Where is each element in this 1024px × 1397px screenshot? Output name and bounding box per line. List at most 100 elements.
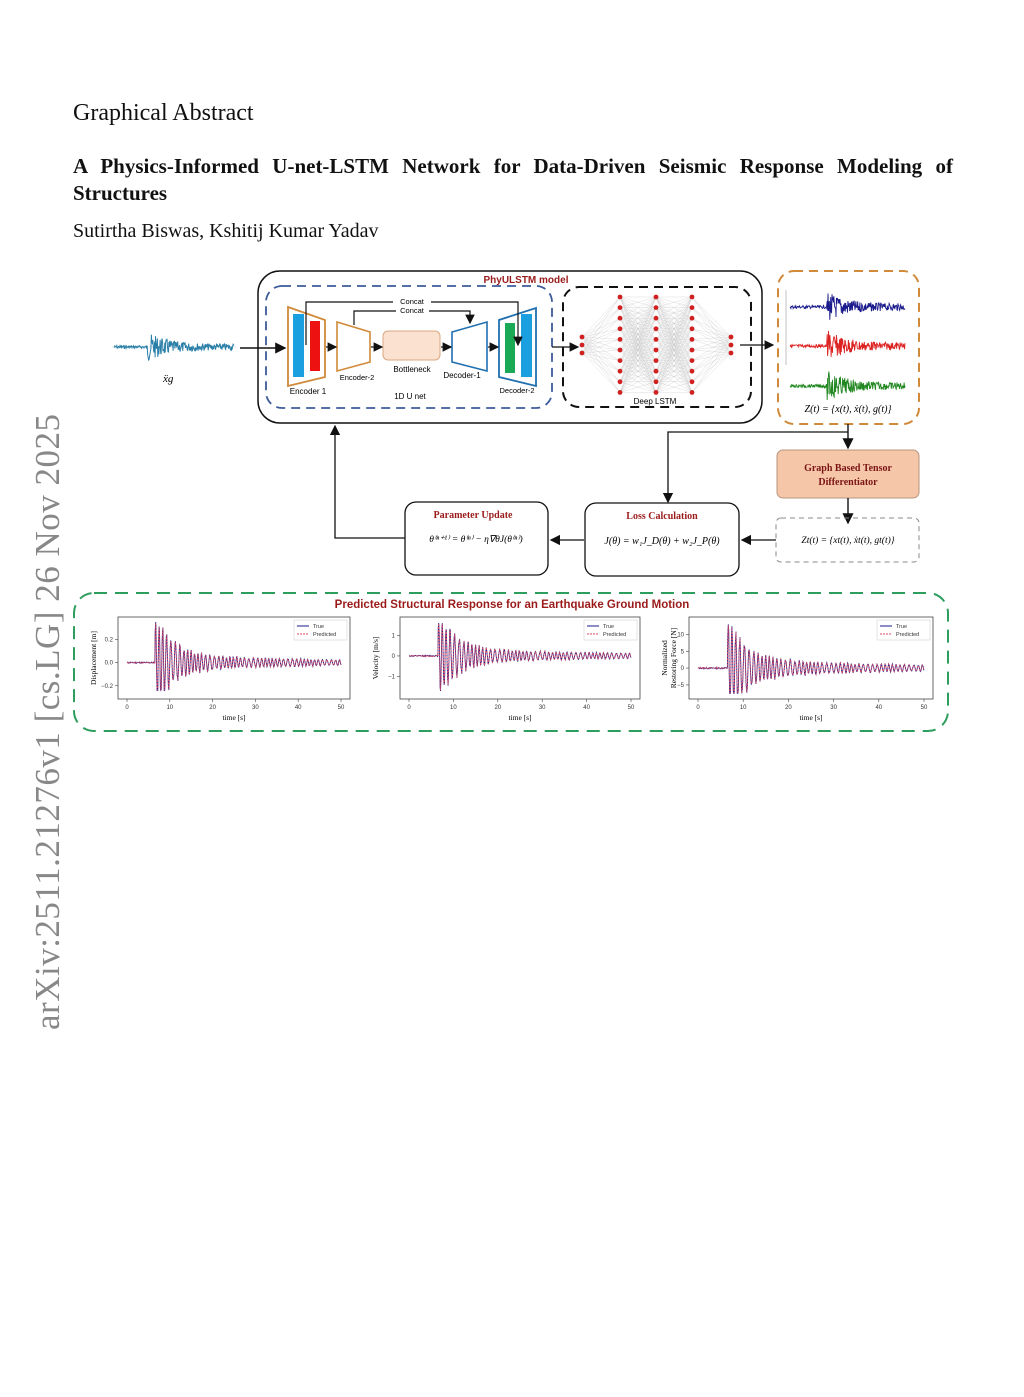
x-axis-label: time [s] <box>799 713 822 722</box>
update-title: Parameter Update <box>434 510 514 521</box>
encoder-2 <box>336 320 371 373</box>
lstm-node <box>617 347 623 353</box>
x-tick-label: 10 <box>740 705 747 711</box>
lstm-node <box>617 390 623 395</box>
lstm-node <box>617 379 623 385</box>
lstm-node <box>689 358 695 363</box>
lstm-node <box>689 337 695 342</box>
legend-entry: True <box>313 624 324 630</box>
legend-entry: True <box>603 624 614 630</box>
lstm-node <box>617 368 623 374</box>
x-tick-label: 10 <box>166 705 173 711</box>
phyulstm-model-box <box>257 270 763 424</box>
ground-acceleration-input: ẍg <box>112 334 236 385</box>
lstm-node <box>728 350 734 356</box>
y-tick-label: −0.2 <box>101 684 114 690</box>
decoder-1-label: Decoder-1 <box>443 371 481 380</box>
lstm-node <box>653 326 659 332</box>
encoder-2-label: Encoder-2 <box>340 373 375 382</box>
lstm-node <box>617 315 623 321</box>
legend-entry: True <box>896 624 907 630</box>
lstm-node <box>728 334 734 340</box>
lstm-node <box>653 368 659 374</box>
predicted-series-line <box>409 623 632 691</box>
predicted-response-panel <box>73 592 949 732</box>
lstm-node <box>653 379 659 385</box>
y-axis-label: Restoring Force [N] <box>669 628 678 688</box>
lstm-node <box>689 347 695 353</box>
legend-entry: Predicted <box>896 632 919 638</box>
x-tick-label: 10 <box>450 705 457 711</box>
lstm-node <box>689 294 695 300</box>
y-axis-label: Velocity [m/s] <box>371 637 380 680</box>
lstm-node <box>653 347 659 353</box>
lstm-node <box>689 368 695 374</box>
x-axis-label: time [s] <box>222 713 245 722</box>
y-axis-label: Displacement [m] <box>89 631 98 685</box>
concat-label-inner: Concat <box>400 306 425 315</box>
output-formula: Z(t) = {x(t), ẋ(t), g(t)} <box>805 404 892 415</box>
y-tick-label: 10 <box>677 632 684 638</box>
x-tick-label: 30 <box>539 705 546 711</box>
loss-calculation-box <box>584 502 740 577</box>
x-tick-label: 30 <box>252 705 259 711</box>
x-tick-label: 0 <box>407 705 411 711</box>
concat-label-outer: Concat <box>400 297 425 306</box>
y-axis-label: Normalized <box>660 640 669 676</box>
y-tick-label: 0 <box>392 654 396 660</box>
x-tick-label: 40 <box>583 705 590 711</box>
decoder-2-label: Decoder-2 <box>499 386 534 395</box>
x-axis-label: time [s] <box>508 713 531 722</box>
x-tick-label: 20 <box>209 705 216 711</box>
y-tick-label: −1 <box>388 675 396 681</box>
lstm-node <box>617 305 623 310</box>
lstm-node <box>689 379 695 385</box>
x-tick-label: 40 <box>875 705 882 711</box>
output-force-signal <box>789 371 906 401</box>
x-tick-label: 30 <box>830 705 837 711</box>
input-label: ẍg <box>162 373 174 385</box>
x-tick-label: 40 <box>295 705 302 711</box>
derivative-formula: Zt(t) = {xt(t), ẋt(t), gt(t)} <box>801 535 894 546</box>
graphical-abstract-figure: ẍg PhyULSTM model Concat Concat Encoder … <box>73 270 949 732</box>
encoder-1-label: Encoder 1 <box>290 387 327 396</box>
derivative-output-box <box>775 517 920 563</box>
lstm-node <box>579 334 585 340</box>
legend-entry: Predicted <box>313 632 336 638</box>
lstm-node <box>579 350 585 356</box>
x-tick-label: 50 <box>921 705 928 711</box>
lstm-node <box>653 337 659 342</box>
x-tick-label: 20 <box>785 705 792 711</box>
y-tick-label: 0.0 <box>105 661 114 667</box>
lstm-node <box>617 326 623 332</box>
results-panel-title: Predicted Structural Response for an Ear… <box>335 599 690 611</box>
lstm-node <box>728 342 734 348</box>
y-tick-label: 1 <box>392 633 396 639</box>
differentiator-label-line1: Graph Based Tensor <box>804 463 892 474</box>
author-list: Sutirtha Biswas, Kshitij Kumar Yadav <box>73 220 379 242</box>
lstm-node <box>653 305 659 310</box>
predicted-series-line <box>126 622 342 691</box>
lstm-node <box>653 390 659 395</box>
predicted-series-line <box>697 625 925 694</box>
loss-formula: J(θ) = w₁J_D(θ) + w₂J_P(θ) <box>604 536 720 547</box>
unet-caption: 1D U net <box>394 392 426 401</box>
x-tick-label: 50 <box>628 705 635 711</box>
output-displacement-signal <box>789 293 906 320</box>
y-tick-label: 0.2 <box>105 638 114 644</box>
loss-title: Loss Calculation <box>626 511 698 522</box>
lstm-node <box>579 342 585 348</box>
lstm-node <box>653 315 659 321</box>
bottleneck-label: Bottleneck <box>393 365 431 374</box>
model-title: PhyULSTM model <box>483 275 568 286</box>
section-label: Graphical Abstract <box>73 100 254 126</box>
y-tick-label: −5 <box>677 683 685 689</box>
lstm-node <box>653 294 659 300</box>
x-tick-label: 50 <box>338 705 345 711</box>
bottleneck-block <box>382 330 441 361</box>
